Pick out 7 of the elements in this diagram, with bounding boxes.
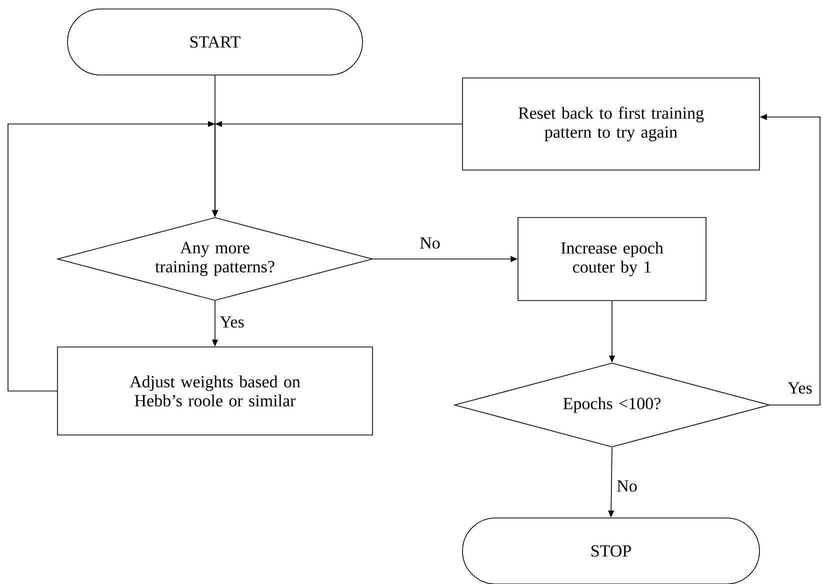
edge-label: Yes [786, 381, 814, 395]
process-box: Increase epoch couter by 1 [518, 217, 706, 301]
process-box: Reset back to first training pattern to try again [462, 78, 760, 170]
edge-label: Yes [218, 315, 246, 329]
edge-label: No [616, 479, 638, 493]
process-box: Adjust weights based on Hebb’s roole or similar [57, 346, 373, 436]
edge-label: No [418, 236, 442, 250]
